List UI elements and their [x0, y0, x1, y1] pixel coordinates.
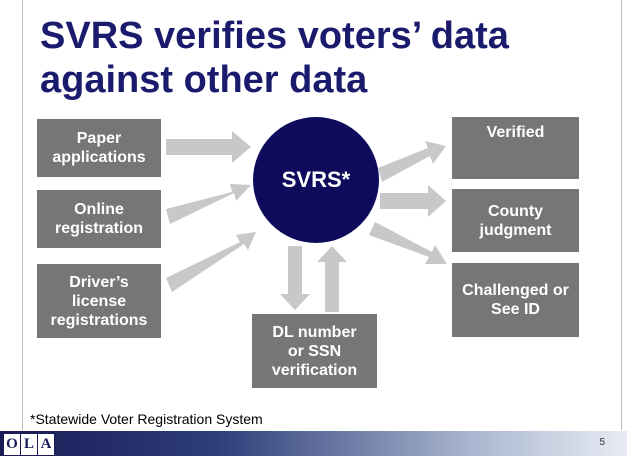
arrow-svrs-to-county	[380, 185, 446, 217]
outcome-box-challenged: Challenged or See ID	[452, 263, 579, 337]
arrow-drivers-to-svrs	[166, 232, 256, 292]
logo-letter-l: L	[21, 434, 38, 455]
logo-letter-o: O	[4, 434, 21, 455]
arrow-svrs-to-verified	[378, 141, 446, 182]
arrow-svrs-down-to-dl	[280, 246, 310, 310]
svrs-circle-label: SVRS*	[281, 167, 351, 192]
arrow-online-to-svrs	[166, 184, 251, 224]
svrs-circle: SVRS*	[253, 117, 379, 243]
outcome-box-verified: Verified	[452, 117, 579, 179]
input-box-online-registration: Online registration	[37, 190, 161, 248]
outcome-box-county-judgment: County judgment	[452, 189, 579, 252]
dl-ssn-verification-box: DL number or SSN verification	[252, 314, 377, 388]
input-box-paper-applications: Paper applications	[37, 119, 161, 177]
input-box-drivers-license: Driver’s license registrations	[37, 264, 161, 338]
footnote: *Statewide Voter Registration System	[30, 411, 263, 427]
page-number: 5	[599, 437, 605, 448]
arrow-paper-to-svrs	[166, 131, 251, 163]
footer-bar: O L A 5	[0, 431, 627, 456]
arrow-svrs-to-challenged	[369, 222, 447, 264]
logo-letter-a: A	[40, 436, 52, 452]
arrow-dl-up-to-svrs	[317, 246, 347, 312]
slide-frame	[22, 0, 622, 430]
ola-logo: O L A	[3, 433, 55, 456]
slide-title: SVRS verifies voters’ data against other…	[40, 15, 509, 101]
